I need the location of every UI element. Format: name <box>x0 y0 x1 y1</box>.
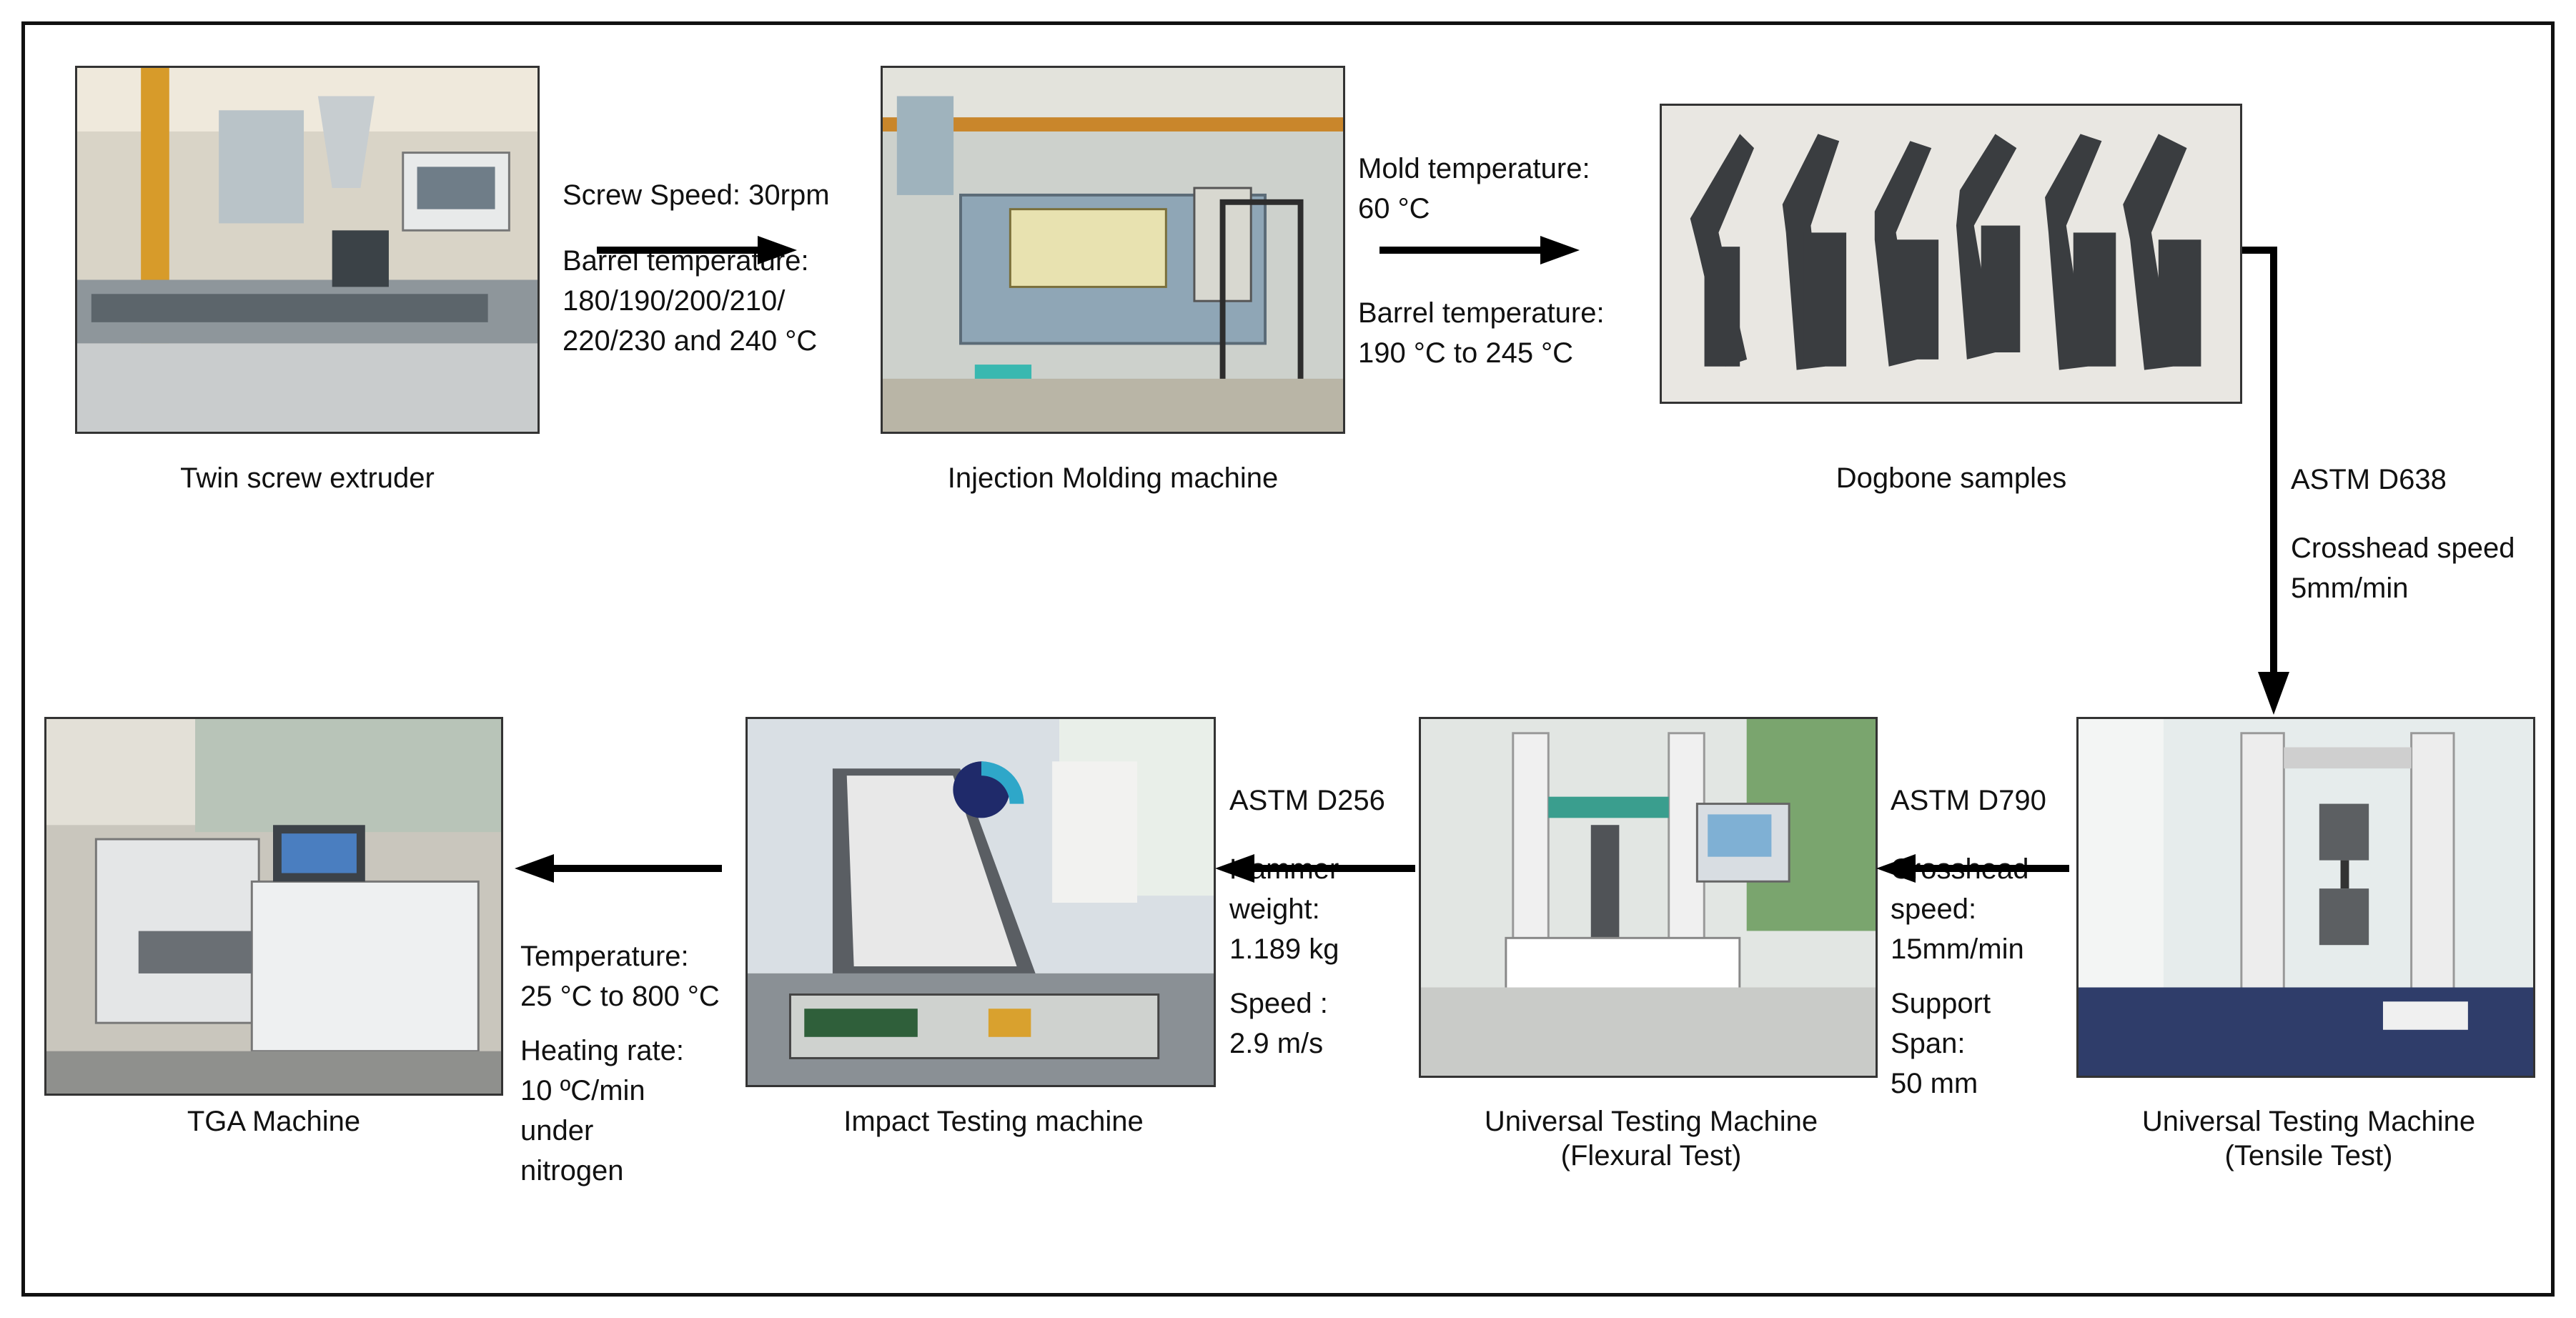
edge-label-flexural-impact: ASTM D256 Hammer weight: 1.189 kg Speed … <box>1229 785 1385 1059</box>
dogbone-samples-photo <box>1660 104 2242 404</box>
arrow-injection-to-dogbone <box>1379 236 1580 264</box>
arrow-impact-to-tga <box>515 854 722 883</box>
utm-tensile-photo <box>2076 717 2535 1078</box>
arrow-extruder-to-injection <box>597 236 797 264</box>
edge-label-tensile-flexural: ASTM D790 Crosshead speed: 15mm/min Supp… <box>1891 785 2046 1099</box>
edge-label-impact-tga: Temperature: 25 °C to 800 °C Heating rat… <box>520 941 720 1186</box>
diagram-frame <box>21 21 2555 1297</box>
caption-impact-testing-machine: Impact Testing machine <box>843 1106 1144 1137</box>
caption-dogbone-samples: Dogbone samples <box>1836 462 2067 494</box>
caption-twin-screw-extruder: Twin screw extruder <box>180 462 435 494</box>
arrow-tensile-to-flexural <box>1876 854 2069 883</box>
injection-molding-photo <box>881 66 1345 434</box>
edge-label-dogbone-tensile: ASTM D638 Crosshead speed 5mm/min <box>2291 464 2515 604</box>
edge-label-extruder-injection: Screw Speed: 30rpm Barrel temperature: 1… <box>563 179 830 357</box>
tga-machine-photo <box>44 717 503 1096</box>
caption-utm-flexural: Universal Testing Machine (Flexural Test… <box>1484 1106 1818 1171</box>
utm-flexural-photo <box>1419 717 1878 1078</box>
caption-utm-tensile: Universal Testing Machine (Tensile Test) <box>2141 1106 2476 1171</box>
impact-testing-photo <box>745 717 1216 1087</box>
arrow-dogbone-to-tensile <box>2242 243 2292 718</box>
caption-tga-machine: TGA Machine <box>187 1106 361 1137</box>
arrow-flexural-to-impact <box>1215 854 1415 883</box>
edge-label-injection-dogbone: Mold temperature: 60 °C Barrel temperatu… <box>1358 153 1605 369</box>
caption-injection-molding-machine: Injection Molding machine <box>947 462 1279 494</box>
extruder-photo <box>75 66 540 434</box>
